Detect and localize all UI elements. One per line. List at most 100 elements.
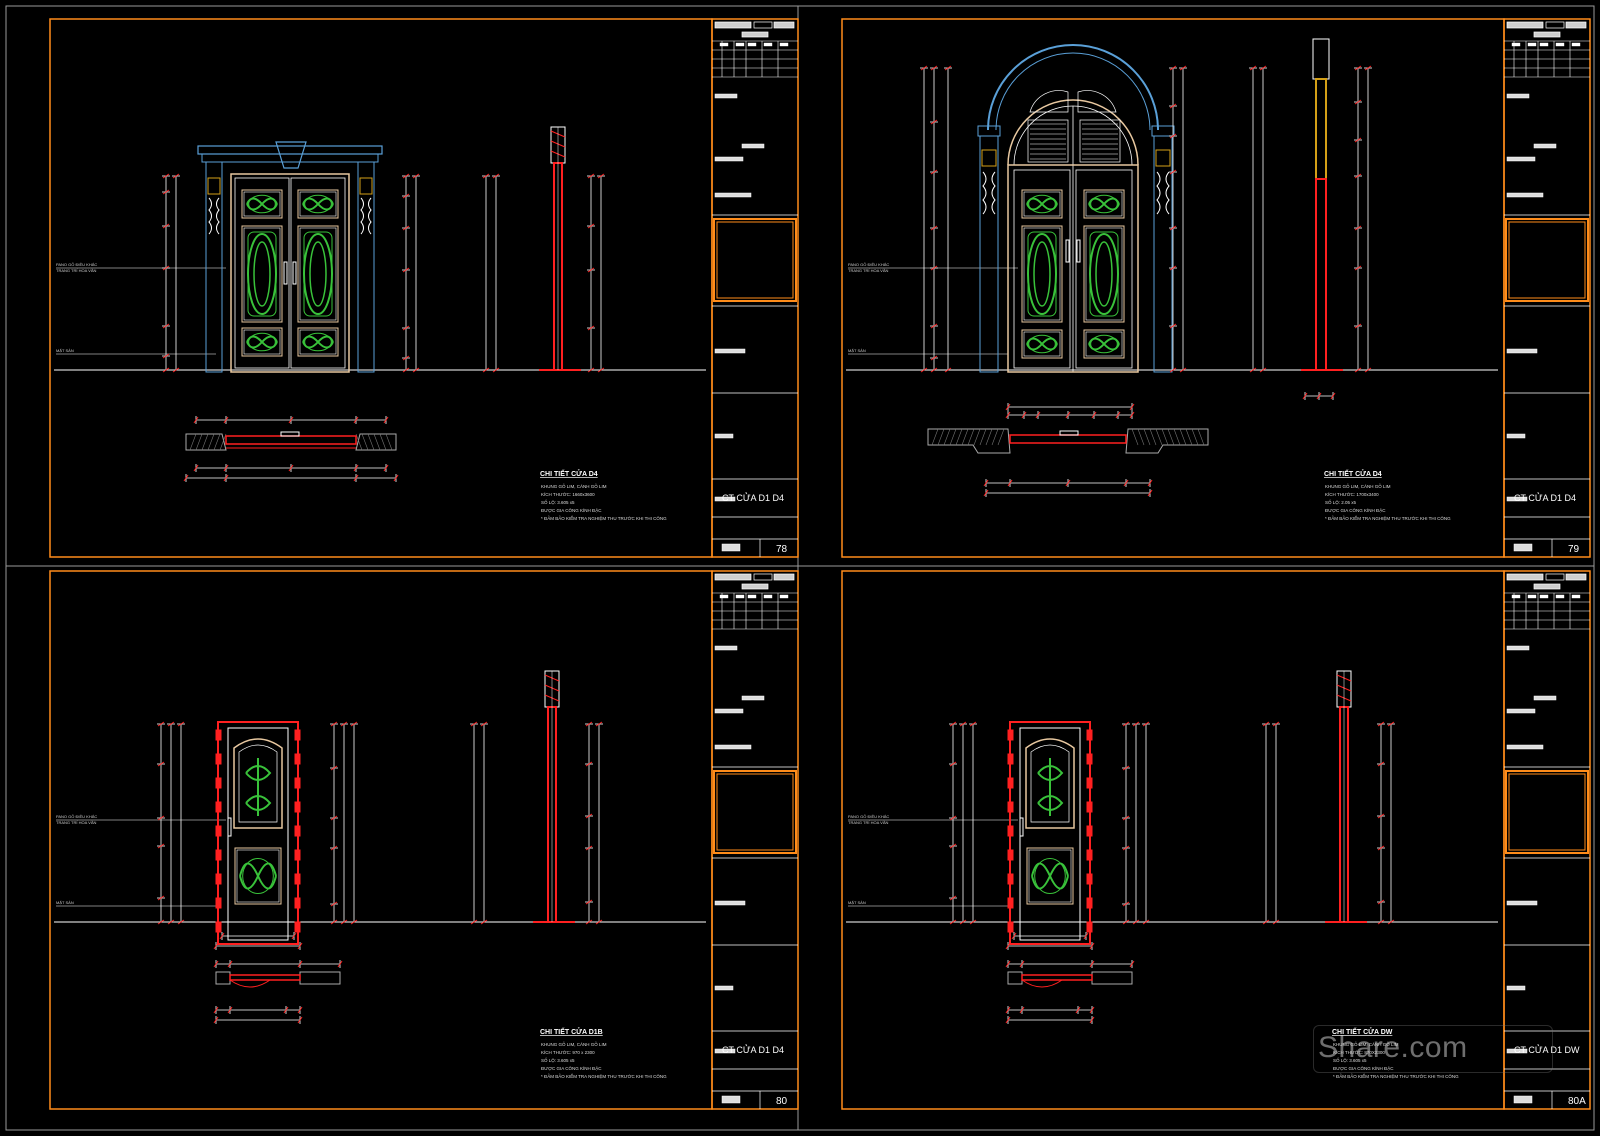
- dimension-arrow: [297, 1016, 303, 1024]
- sheet-note: KÍCH THƯỚC: 970 x 2300: [541, 1049, 595, 1055]
- plan-hatch: [219, 433, 227, 451]
- plan-wall-left: [185, 433, 227, 451]
- sheet-note: SỐ LỘ: 3.605 x5: [1333, 1057, 1367, 1063]
- dimension-arrow: [597, 367, 605, 373]
- dimension-arrow: [157, 895, 165, 901]
- tb-label-bar: [1506, 433, 1526, 439]
- dimension-arrow: [969, 919, 977, 925]
- jamb-block: [1086, 873, 1093, 885]
- capital: [1155, 149, 1171, 167]
- door-panel-frame: [297, 225, 339, 323]
- dimension-arrow: [288, 416, 294, 424]
- carved-ornament-ring: [1028, 194, 1056, 214]
- fan-light-left: [1029, 90, 1069, 113]
- door-panel-frame: [241, 327, 283, 357]
- dimension-arrow: [1169, 133, 1177, 139]
- door-panel-inner: [1085, 191, 1123, 217]
- plan-hatch: [937, 428, 945, 446]
- tb-label-bar: [714, 985, 734, 991]
- dimension-arrow: [162, 189, 170, 195]
- dimension-arrow: [930, 367, 938, 373]
- dimension-arrow: [1005, 403, 1011, 411]
- dimension-arrow: [1005, 1016, 1011, 1024]
- carved-ornament-ring: [304, 332, 332, 352]
- sheet-note: ĐƯỢC GIA CÔNG KÍNH ĐẶC: [1333, 1065, 1394, 1071]
- plan-hatch: [1155, 428, 1163, 446]
- dimension-arrow: [350, 919, 358, 925]
- upper-panel: [1025, 738, 1075, 829]
- dimension-arrow: [1115, 411, 1121, 419]
- carved-ornament-ring: [1090, 194, 1118, 214]
- door-panel-inner: [1023, 331, 1061, 357]
- jamb-block: [294, 801, 301, 813]
- dimension-arrow: [1387, 721, 1395, 727]
- dimension-arrow: [949, 919, 957, 925]
- dimension-arrow: [595, 919, 603, 925]
- title-block-logo: [714, 21, 752, 29]
- label-left-2: TRANG TRÍ HOA VĂN: [56, 268, 96, 273]
- dimension-arrow: [167, 721, 175, 727]
- dimension-arrow: [1147, 479, 1153, 487]
- label-left-2: TRANG TRÍ HOA VĂN: [848, 268, 888, 273]
- plan-hatch: [973, 428, 981, 446]
- dimension-arrow: [930, 225, 938, 231]
- tb-image-frame-inner: [1508, 221, 1586, 299]
- dimension-arrow: [402, 225, 410, 231]
- dimension-arrow: [585, 899, 593, 905]
- tb-label-bar: [714, 433, 734, 439]
- plan-hatch: [195, 433, 203, 451]
- sheet-note: KHUNG GỖ LIM, CÁNH GỖ LIM: [541, 483, 607, 489]
- grid-header-cell: [1527, 42, 1537, 47]
- dimension-arrow: [930, 65, 938, 71]
- dimension-arrow: [1005, 411, 1011, 419]
- capital: [359, 177, 373, 195]
- grid-header-cell: [719, 594, 729, 599]
- jamb-block: [215, 897, 222, 909]
- plan-hatch: [213, 433, 221, 451]
- dimension-arrow: [1132, 919, 1140, 925]
- door-panel-frame: [1083, 329, 1125, 359]
- label-left-1: PANO GỖ ĐIÊU KHẮC: [56, 262, 97, 267]
- door-panel-frame: [1021, 225, 1063, 323]
- corbel-scroll: [360, 197, 372, 235]
- dimension-arrow: [223, 474, 229, 482]
- dimension-arrow: [1122, 901, 1130, 907]
- label-floor: MẶT SÀN: [848, 348, 866, 353]
- door-leaf-right: [1075, 169, 1133, 369]
- grid-header-cell: [763, 594, 773, 599]
- plan-door-leaf: [229, 974, 301, 981]
- plan-hatch: [943, 428, 951, 446]
- door-handle: [1019, 817, 1024, 837]
- tb-image-frame-inner: [716, 221, 794, 299]
- jamb-block: [1007, 825, 1014, 837]
- dimension-arrow: [1179, 367, 1187, 373]
- arch-molding-outer: [987, 44, 1159, 131]
- jamb-block: [1007, 801, 1014, 813]
- door-handle: [292, 261, 297, 285]
- door-panel-frame: [297, 189, 339, 219]
- dimension-arrow: [157, 761, 165, 767]
- door-panel-frame: [1021, 329, 1063, 359]
- label-left-2: TRANG TRÍ HOA VĂN: [848, 820, 888, 825]
- dimension-arrow: [1259, 65, 1267, 71]
- carved-border: [303, 231, 333, 317]
- keystone: [275, 141, 307, 169]
- tb-label-bar: [714, 645, 738, 651]
- sheet-note: KÍCH THƯỚC: 1700x3400: [1325, 491, 1379, 497]
- label-floor: MẶT SÀN: [848, 900, 866, 905]
- dimension-arrow: [393, 474, 399, 482]
- grid-header-cell: [1511, 594, 1521, 599]
- title-block-cell: [741, 31, 769, 38]
- dimension-arrow: [1377, 761, 1385, 767]
- dimension-arrow: [297, 1006, 303, 1014]
- dimension-arrow: [1302, 392, 1308, 400]
- tb-label-bar: [1533, 695, 1557, 701]
- dimension-arrow: [353, 474, 359, 482]
- dimension-arrow: [1377, 919, 1385, 925]
- dimension-arrow: [1249, 65, 1257, 71]
- dimension-arrow: [949, 815, 957, 821]
- jamb-block: [294, 777, 301, 789]
- dimension-arrow: [183, 474, 189, 482]
